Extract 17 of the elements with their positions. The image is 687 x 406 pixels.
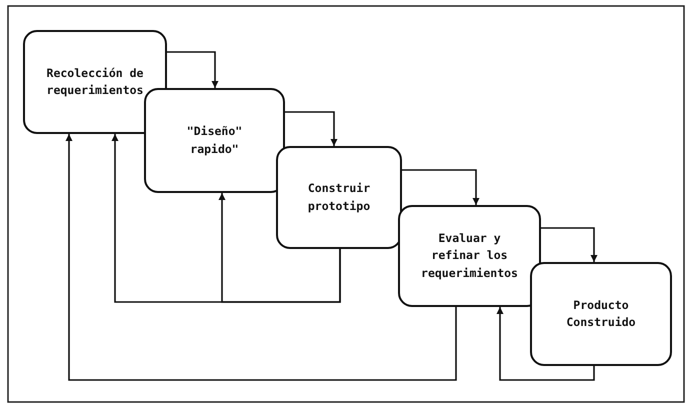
arrow <box>66 134 457 381</box>
process-box <box>23 30 167 134</box>
box-label: Evaluar y refinar los requerimientos <box>420 230 519 282</box>
arrow <box>541 227 598 262</box>
arrow <box>285 111 338 146</box>
arrow <box>496 307 595 381</box>
box-label: "Diseño" rapido" <box>186 123 244 158</box>
process-box <box>530 262 672 366</box>
arrow <box>402 169 480 205</box>
arrow <box>218 193 341 303</box>
process-box <box>276 146 402 249</box>
box-label: Construir prototipo <box>306 180 372 214</box>
process-box <box>144 88 285 193</box>
box-label: Recolección de requerimientos <box>46 64 144 99</box>
box-label: Producto Construido <box>565 296 637 331</box>
arrow <box>167 51 218 88</box>
process-box <box>398 205 541 307</box>
